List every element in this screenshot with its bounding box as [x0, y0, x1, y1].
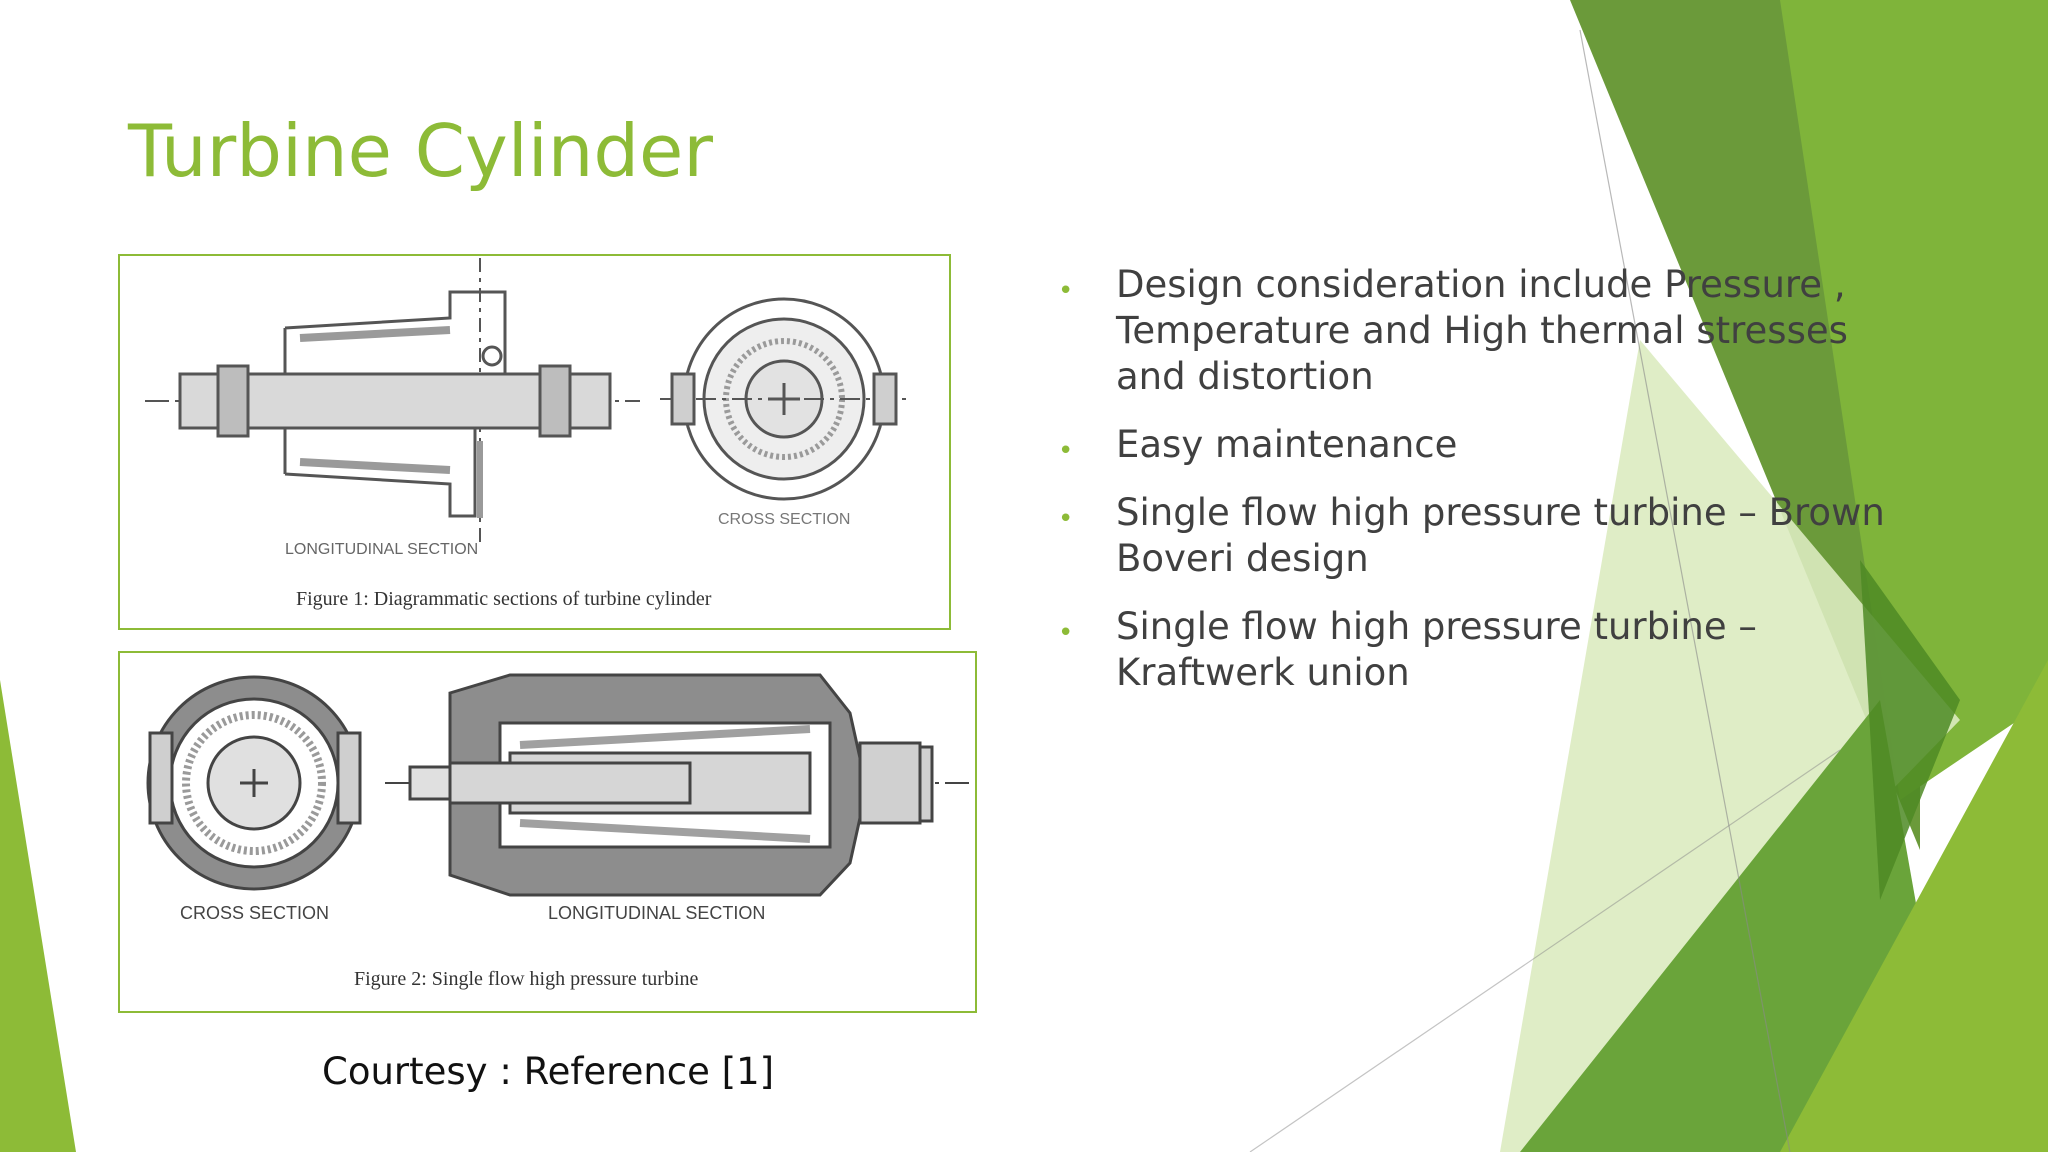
- figure-1-drawing: LONGITUDINAL SECTION CROSS SECTION Figur…: [145, 258, 910, 610]
- bullet-item: • Single flow high pressure turbine – Kra…: [1058, 604, 1918, 696]
- bullet-text: Design consideration include Pressure , …: [1116, 263, 1848, 398]
- longitudinal-section-drawing: [145, 258, 640, 546]
- bullet-icon: •: [1058, 618, 1074, 648]
- right-accent-band: [1860, 560, 1960, 900]
- bullet-icon: •: [1058, 504, 1074, 534]
- bullet-item: • Design consideration include Pressure ,…: [1058, 262, 1918, 400]
- right-mid-band: [1780, 0, 2048, 800]
- bullet-text: Easy maintenance: [1116, 423, 1458, 466]
- bullet-icon: •: [1058, 436, 1074, 466]
- figure-2: CROSS SECTION LONGITUDINAL SECTION Figur…: [118, 651, 977, 1013]
- figure-2-longitudinal-label: LONGITUDINAL SECTION: [548, 903, 765, 923]
- right-light-band: [1500, 340, 1960, 1152]
- bullet-item: • Easy maintenance: [1058, 422, 1918, 468]
- bullet-text: Single flow high pressure turbine – Kraf…: [1116, 605, 1757, 694]
- figure-2-cross-section-drawing: [146, 675, 362, 891]
- thin-line-1: [1579, 29, 1791, 1152]
- cross-section-drawing: [660, 297, 910, 501]
- figure-1-longitudinal-label: LONGITUDINAL SECTION: [285, 541, 478, 558]
- figure-2-cross-label: CROSS SECTION: [180, 903, 329, 923]
- slide-title: Turbine Cylinder: [128, 109, 713, 193]
- figure-2-caption: Figure 2: Single flow high pressure turb…: [354, 968, 699, 990]
- figure-1-cross-label: CROSS SECTION: [718, 511, 850, 528]
- thin-line-2: [1249, 749, 1841, 1152]
- courtesy-note: Courtesy : Reference [1]: [322, 1050, 775, 1093]
- bullet-item: • Single flow high pressure turbine – Bro…: [1058, 490, 1918, 582]
- bullet-text: Single flow high pressure turbine – Brow…: [1116, 491, 1885, 580]
- left-green-strip: [0, 680, 76, 1152]
- right-corner-band: [1780, 660, 2048, 1152]
- figure-2-longitudinal-section-drawing: [385, 673, 970, 897]
- figure-2-drawing: CROSS SECTION LONGITUDINAL SECTION Figur…: [146, 673, 970, 990]
- bullet-icon: •: [1058, 276, 1074, 306]
- bullet-list: • Design consideration include Pressure ,…: [1058, 262, 1918, 718]
- figure-1-caption: Figure 1: Diagrammatic sections of turbi…: [296, 588, 712, 610]
- figure-1: LONGITUDINAL SECTION CROSS SECTION Figur…: [118, 254, 951, 630]
